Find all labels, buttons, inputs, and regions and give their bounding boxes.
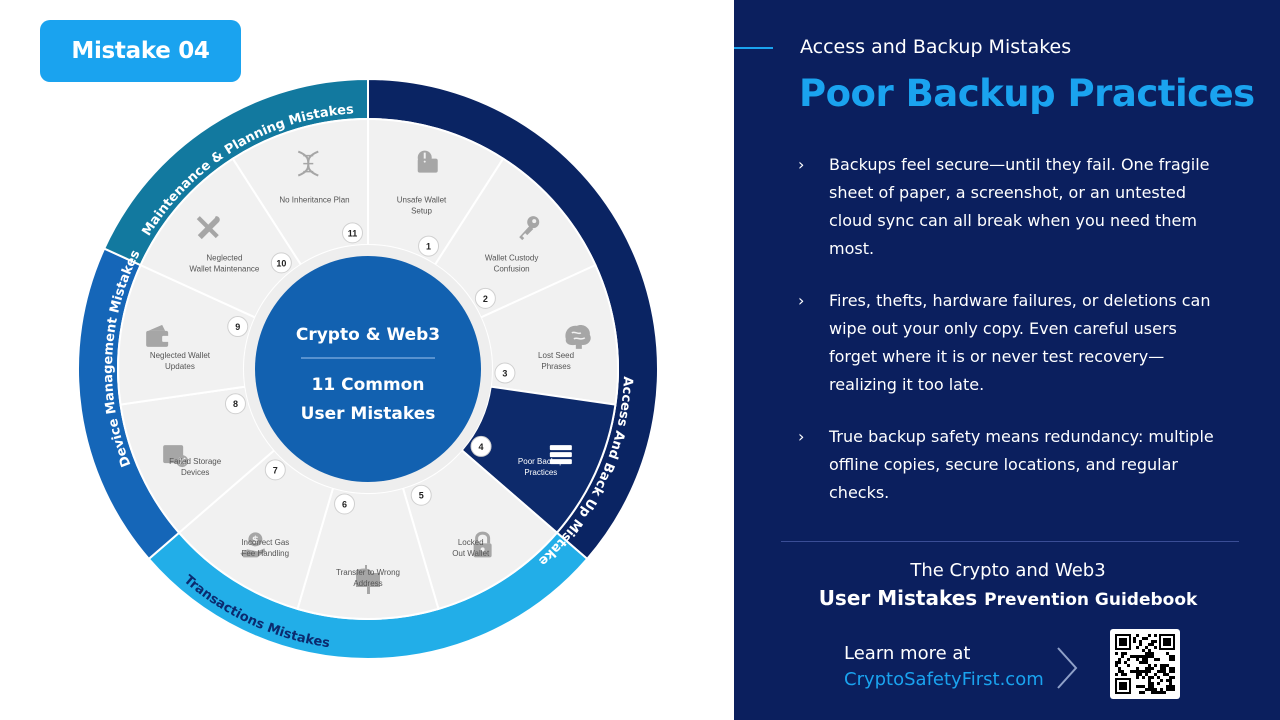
center-subtitle: 11 Common [312, 375, 425, 395]
divider [781, 541, 1239, 542]
number-badge [227, 316, 249, 338]
segment-label: Transfer to Wrong [336, 568, 400, 577]
tools-icon [196, 216, 220, 240]
qr-code-icon[interactable] [1110, 629, 1180, 699]
accent-line [734, 47, 773, 49]
number-label: 10 [276, 258, 286, 268]
hand-coin-icon: $ [240, 532, 266, 558]
wallet-icon [146, 324, 171, 347]
number-badge [270, 252, 292, 274]
number-label: 9 [235, 322, 240, 332]
number-label: 7 [273, 465, 278, 475]
center-title: Crypto & Web3 [296, 325, 440, 345]
number-badge [410, 484, 432, 506]
detail-panel: Access and Backup Mistakes Poor Backup P… [734, 0, 1280, 720]
key-icon [519, 216, 540, 241]
bullet-text: Fires, thefts, hardware failures, or del… [829, 291, 1211, 394]
segment-label: Neglected [206, 254, 242, 263]
panel-subtitle: Access and Backup Mistakes [800, 36, 1072, 58]
number-label: 1 [426, 242, 431, 252]
dna-icon [297, 150, 319, 177]
number-badge [224, 393, 246, 415]
number-badge [334, 493, 356, 515]
segment-label: Failed Storage [169, 457, 222, 466]
brain-icon [565, 324, 591, 349]
number-badge [474, 287, 496, 309]
bullet-item: › Backups feel secure—until they fail. On… [798, 151, 1218, 263]
broken-device-icon [163, 445, 189, 468]
segment-label: Updates [165, 362, 195, 371]
guidebook-title-line1: The Crypto and Web3 [910, 560, 1106, 581]
number-label: 5 [419, 491, 424, 501]
number-label: 6 [342, 499, 347, 509]
guidebook-title-sub: Prevention Guidebook [984, 590, 1198, 610]
mistake-badge: Mistake 04 [40, 20, 241, 82]
bullet-list: › Backups feel secure—until they fail. On… [798, 151, 1218, 531]
segment-label: Devices [181, 468, 209, 477]
svg-text:$: $ [252, 535, 259, 546]
segment-label: Confusion [494, 265, 530, 274]
segment-label: Unsafe Wallet [397, 196, 447, 205]
segment-label: Locked [458, 538, 484, 547]
segment-label: No Inheritance Plan [279, 196, 349, 205]
guidebook-title-main: User Mistakes [818, 586, 978, 610]
center-circle [255, 256, 481, 482]
segment-label: Wallet Custody [485, 254, 539, 263]
number-label: 11 [348, 228, 358, 238]
panel-title: Poor Backup Practices [799, 72, 1255, 115]
lock-icon [473, 531, 492, 558]
bullet-text: Backups feel secure—until they fail. One… [829, 155, 1210, 258]
number-badge [470, 435, 492, 457]
website-link[interactable]: CryptoSafetyFirst.com [844, 669, 1044, 690]
center-subtitle: User Mistakes [301, 404, 436, 424]
segment-label: Lost Seed [538, 351, 574, 360]
segment-label: Practices [524, 468, 557, 477]
segment-label: Wallet Maintenance [189, 265, 260, 274]
number-badge [341, 222, 363, 244]
segment-label: Incorrect Gas [241, 538, 289, 547]
segment-label: Setup [411, 207, 432, 216]
number-label: 3 [502, 369, 507, 379]
chevron-right-icon: › [798, 155, 805, 174]
number-label: 8 [233, 399, 238, 409]
number-badge [418, 235, 440, 257]
number-badge [264, 459, 286, 481]
chevron-right-icon: › [798, 427, 805, 446]
segment-label: Poor Backup [518, 457, 564, 466]
segment-label: Neglected Wallet [150, 351, 211, 360]
wallet-warning-icon [417, 150, 438, 173]
chevron-right-icon [1057, 647, 1078, 689]
bullet-item: › Fires, thefts, hardware failures, or de… [798, 287, 1218, 399]
number-label: 2 [483, 294, 488, 304]
learn-more-label: Learn more at [844, 643, 971, 664]
segment-label: Out Wallet [452, 549, 490, 558]
bullet-text: True backup safety means redundancy: mul… [829, 427, 1214, 502]
segment-label: Fee Handling [241, 549, 289, 558]
guidebook-title-line2: User Mistakes Prevention Guidebook [734, 586, 1280, 610]
number-label: 4 [479, 442, 484, 452]
segment-label: Phrases [541, 362, 570, 371]
mailbox-icon [356, 565, 380, 594]
segment-label: Address [353, 579, 382, 588]
bullet-item: › True backup safety means redundancy: mu… [798, 423, 1218, 507]
backup-server-icon [549, 445, 572, 465]
number-badge [494, 362, 516, 384]
chevron-right-icon: › [798, 291, 805, 310]
